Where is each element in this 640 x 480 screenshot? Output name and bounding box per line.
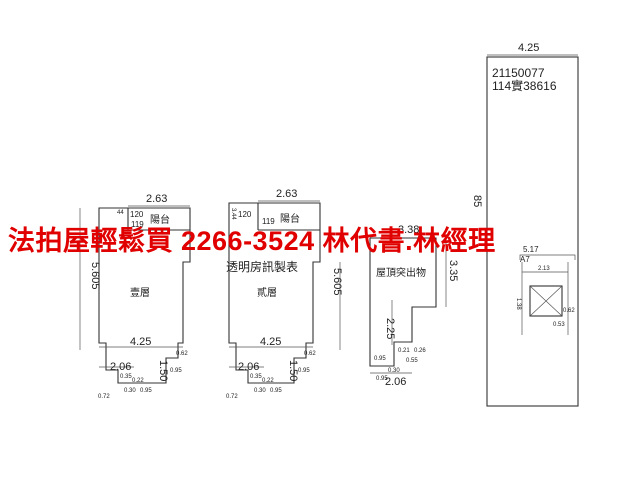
- floor-1-tiny-3: 0.35: [120, 374, 132, 380]
- floor-1-tiny-1: 0.95: [170, 368, 182, 374]
- site-box-left: 1.38: [515, 298, 521, 310]
- roof-height: 3.35: [447, 260, 459, 281]
- site-label-b: 5.17: [523, 245, 539, 254]
- roof-bottom-width: 2.06: [385, 376, 406, 388]
- contact-banner: 法拍屋輕鬆買 2266-3524 林代書.林經理: [0, 218, 640, 258]
- floor-2-tiny-3: 0.35: [250, 374, 262, 380]
- license-line-2: 114實38616: [492, 79, 557, 93]
- roof-tiny-1: 0.55: [406, 358, 418, 364]
- site-height: 85: [471, 195, 483, 207]
- floor-1-step-height: 1.50: [157, 360, 169, 381]
- floor-2-balcony-label: 陽台: [280, 212, 300, 225]
- diagram-caption: 透明房訊製表: [226, 260, 299, 274]
- floor-2-tiny-2: 0.22: [262, 378, 274, 384]
- roof-tiny-0: 0.21: [398, 348, 410, 354]
- floor-1-tiny-6: 0.72: [98, 394, 110, 400]
- floor-2-small-a: 120: [238, 210, 252, 219]
- floor-2-step-height: 1.50: [287, 360, 299, 381]
- floor-1-tiny-0: 0.62: [176, 351, 188, 357]
- roof-top-width: 3.38: [398, 224, 419, 236]
- roof-room-name: 屋頂突出物: [376, 266, 426, 279]
- floor-2-tiny-0: 0.62: [304, 351, 316, 357]
- floor-1-height: 5.605: [89, 262, 101, 290]
- site-mid: 2.13: [538, 266, 550, 272]
- roof-step-height: 2.25: [384, 318, 396, 339]
- license-number: 21150077 114實38616: [492, 67, 557, 93]
- site-box-right: 0.62: [563, 308, 575, 314]
- floor-2-small-b: 3.44: [230, 208, 236, 220]
- roof-tiny-4: 0.30: [388, 368, 400, 374]
- floor-1-balcony-num: 119: [131, 220, 144, 229]
- site-annotation-line: [519, 254, 576, 260]
- site-top-width: 4.25: [518, 42, 539, 54]
- roof-outline: [369, 237, 437, 367]
- site-box-cross: [529, 285, 563, 317]
- roof-plan: 3.38 屋頂突出物 3.35 2.25 2.06 0.21 0.55 0.26…: [369, 224, 459, 388]
- floor-1-tiny-2: 0.22: [132, 378, 144, 384]
- floor-1-outline: [98, 207, 191, 384]
- floor-2-height: 5.605: [331, 268, 343, 296]
- floor-2-balcony-num: 119: [262, 217, 275, 226]
- site-label-a: A7: [520, 255, 530, 264]
- floor-1-small-a: 120: [130, 210, 144, 219]
- floor-1-step-width: 2.06: [110, 361, 131, 373]
- floor-1-tiny-4: 0.30: [124, 388, 136, 394]
- floor-2-bottom-width: 4.25: [260, 336, 281, 348]
- floor-1-small-b: 44: [117, 210, 124, 216]
- roof-tiny-3: 0.95: [374, 356, 386, 362]
- floor-1-top-width: 2.63: [146, 193, 167, 205]
- floor-2-room-name: 貳層: [257, 286, 277, 299]
- floor-2-tiny-1: 0.95: [298, 368, 310, 374]
- license-line-1: 21150077: [492, 66, 545, 80]
- banner-text: 法拍屋輕鬆買 2266-3524 林代書.林經理: [8, 225, 496, 256]
- floor-2-tiny-6: 0.72: [226, 394, 238, 400]
- roof-tiny-5: 0.95: [376, 376, 388, 382]
- floor-1-bottom-width: 4.25: [130, 336, 151, 348]
- site-plan: 4.25 85 5.17 A7 2.13 1.38 0.62 0.53: [471, 42, 579, 407]
- floor-1-tiny-5: 0.95: [140, 388, 152, 394]
- floor-2-tiny-4: 0.30: [254, 388, 266, 394]
- floor-2-outline: [228, 202, 321, 384]
- floor-1-balcony-label: 陽台: [150, 213, 170, 226]
- floor-1-room-name: 壹層: [130, 286, 150, 299]
- site-outline: [486, 56, 579, 407]
- roof-tiny-2: 0.26: [414, 348, 426, 354]
- floor-2-top-width: 2.63: [276, 188, 297, 200]
- floor-2-step-width: 2.06: [238, 361, 259, 373]
- site-box-bottom: 0.53: [553, 322, 565, 328]
- floor-1-plan: 2.63 120 119 陽台 44 壹層 5.605 4.25 2.06 1.…: [79, 193, 191, 400]
- site-box: [529, 285, 563, 317]
- floor-2-plan: 2.63 120 119 陽台 3.44 貳層 5.605 4.25 2.06 …: [226, 188, 343, 400]
- floor-2-tiny-5: 0.95: [270, 388, 282, 394]
